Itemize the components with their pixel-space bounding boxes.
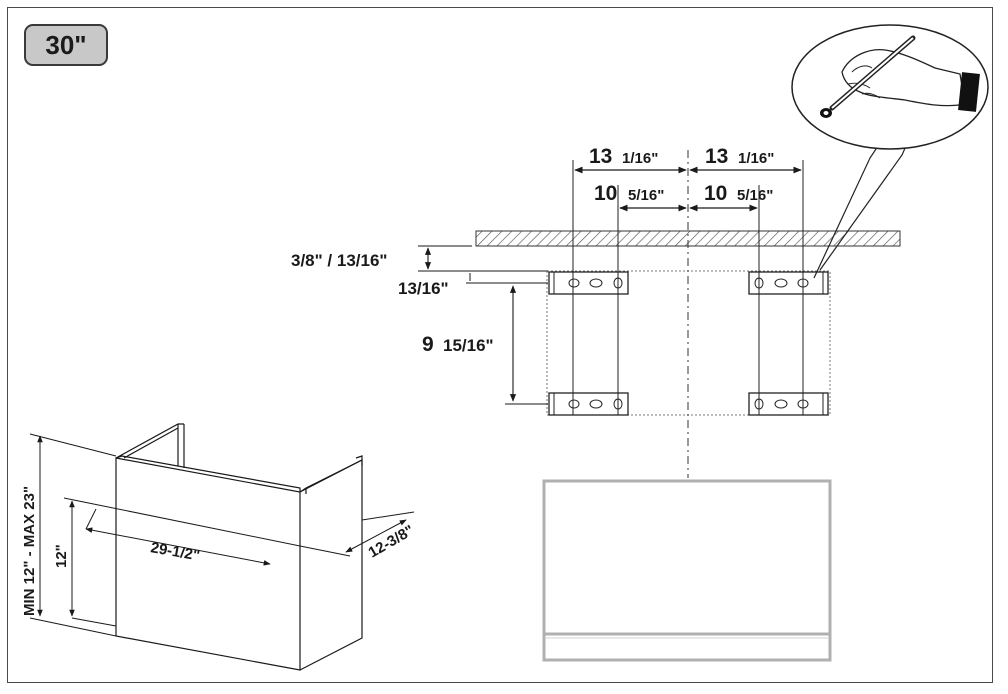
dim-outer-right-whole: 13 — [705, 145, 728, 168]
bracket-top-right — [748, 271, 829, 295]
top-dimension-arrows — [574, 166, 802, 212]
dim-outer-right-frac: 1/16" — [738, 150, 774, 167]
dim-inner-left-whole: 10 — [594, 182, 617, 205]
size-badge: 30" — [24, 24, 108, 66]
bracket-bottom-left — [548, 392, 629, 416]
dim-inner-left-frac: 5/16" — [628, 187, 664, 204]
hood-front-view — [542, 479, 832, 662]
extension-lines — [572, 160, 804, 415]
dim-inner-right-whole: 10 — [704, 182, 727, 205]
bracket-bottom-right — [748, 392, 829, 416]
bracket-area-outline — [546, 270, 831, 416]
hood-width: 29-1/2ʺ — [149, 539, 201, 564]
dim-bracket-offset: 13/16" — [398, 279, 449, 298]
dim-bracket-spacing-frac: 15/16" — [443, 336, 494, 355]
hood-height-range: MIN 12ʺ - MAX 23ʺ — [21, 486, 38, 616]
hand-marking-pencil-icon — [791, 24, 989, 279]
dim-ceiling-gap: 3/8" / 13/16" — [291, 251, 387, 270]
dim-bracket-spacing-whole: 9 — [422, 333, 434, 356]
left-dimension-lines — [418, 245, 548, 405]
bracket-top-left — [548, 271, 629, 295]
dim-outer-left-whole: 13 — [589, 145, 612, 168]
hood-dimension-lines — [29, 433, 415, 637]
dim-outer-left-frac: 1/16" — [622, 150, 658, 167]
hood-height: 12ʺ — [53, 544, 70, 568]
dim-inner-right-frac: 5/16" — [737, 187, 773, 204]
